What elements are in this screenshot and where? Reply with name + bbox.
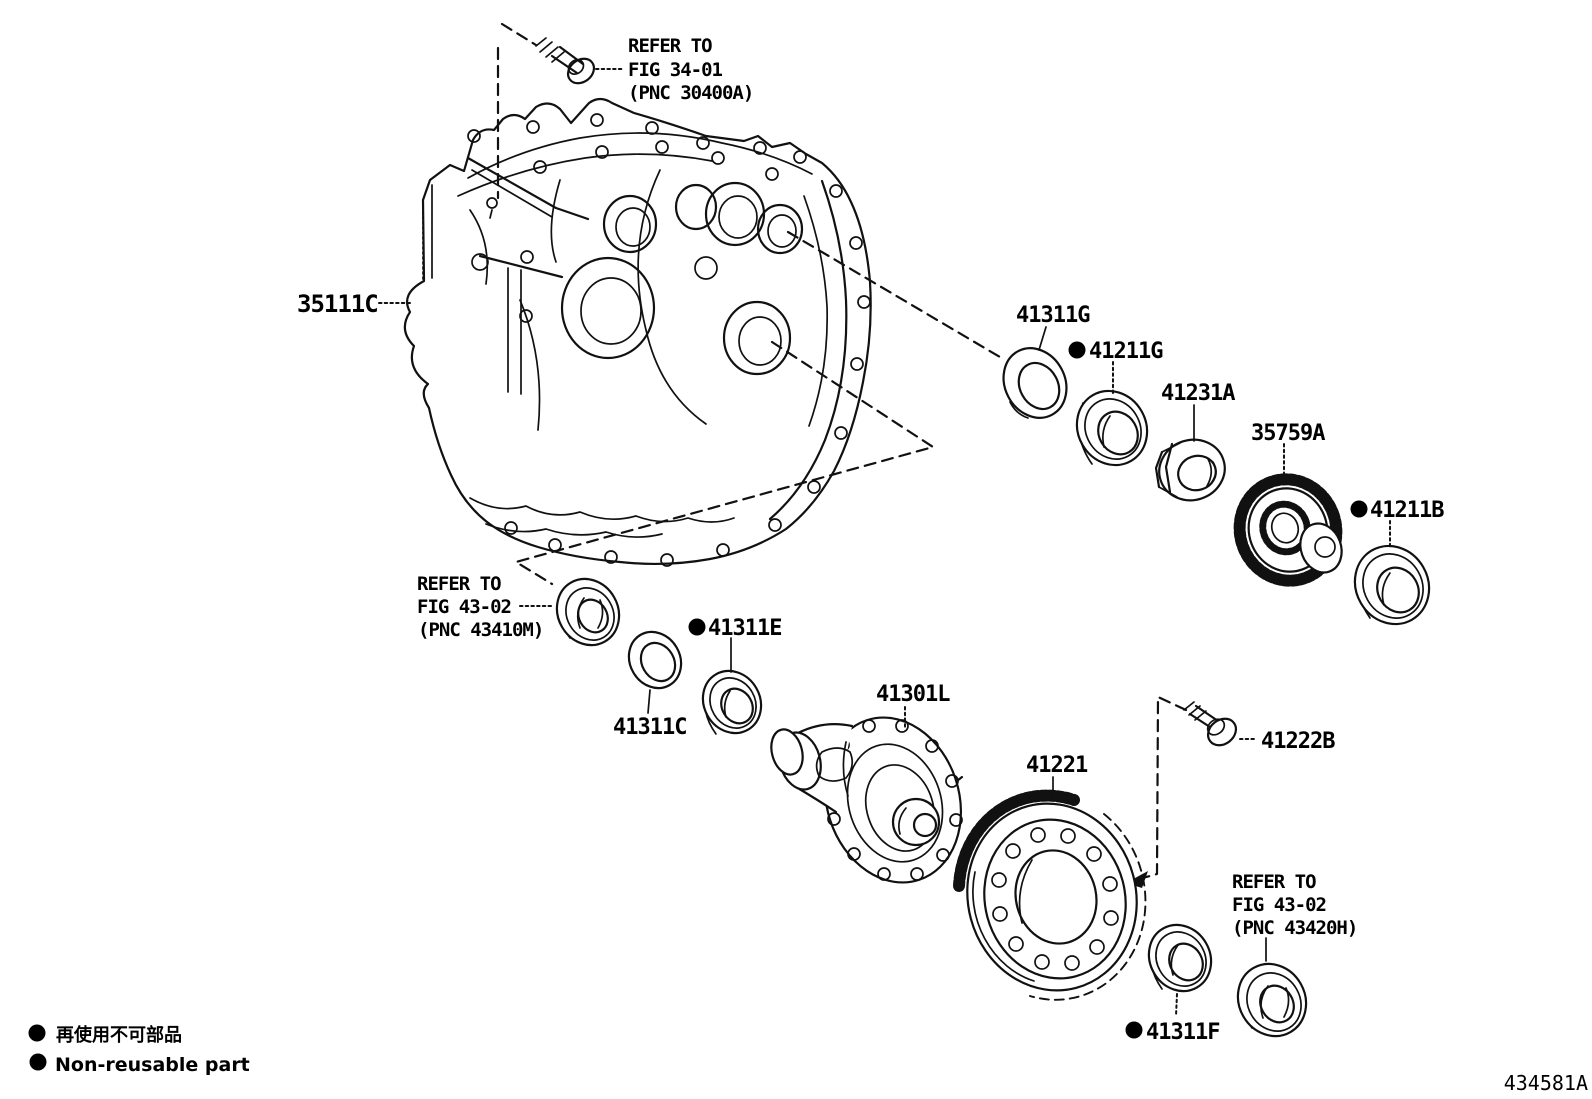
non-reusable-bullet-icon <box>29 1053 47 1071</box>
refer-note-top: REFER TO FIG 34-01 (PNC 30400A) <box>628 35 754 104</box>
differential-case-drawing <box>770 716 963 884</box>
refer-note-line: REFER TO <box>1232 871 1316 893</box>
non-reusable-bullet-icon <box>28 1024 46 1042</box>
side-bearing-drawing <box>701 669 763 735</box>
case-bolt-drawing-top <box>535 37 596 85</box>
part-label-lock-nut: 41231A <box>1161 381 1235 406</box>
diff-case-bolt-holes <box>823 719 963 881</box>
refer-note-mid: REFER TO FIG 43-02 (PNC 43410M) <box>417 573 544 641</box>
refer-note-line: (PNC 43420H) <box>1232 917 1357 939</box>
ring-gear-bolt-drawing <box>1183 701 1238 747</box>
part-label-rear-bearing: 41211B <box>1370 498 1444 523</box>
drive-gear-drawing <box>1233 473 1343 587</box>
non-reusable-bullet-icon <box>1068 341 1086 359</box>
ring-gear-bolt-holes <box>991 827 1119 971</box>
refer-note-line: FIG 34-01 <box>628 59 723 81</box>
part-label-front-bearing: 41211G <box>1089 339 1163 364</box>
refer-note-line: REFER TO <box>417 573 501 595</box>
refer-note-line: FIG 43-02 <box>1232 894 1326 916</box>
non-reusable-bullet-icon <box>688 618 706 636</box>
non-reusable-bullets <box>688 341 1368 1039</box>
front-bearing-drawing <box>1075 389 1149 467</box>
non-reusable-bullet-icon <box>1125 1021 1143 1039</box>
refer-note-line: (PNC 30400A) <box>628 82 753 104</box>
refer-note-bottom: REFER TO FIG 43-02 (PNC 43420H) <box>1232 871 1358 939</box>
lock-nut-drawing <box>1154 438 1226 502</box>
case-bolt-holes <box>467 113 871 567</box>
rear-bearing-drawing <box>1353 544 1431 626</box>
bottom-oil-seal-drawing <box>1236 962 1308 1038</box>
refer-note-line: (PNC 43410M) <box>418 619 543 641</box>
ring-gear-drawing <box>953 789 1147 1001</box>
part-label-side-shim: 41311C <box>613 715 686 740</box>
refer-note-line: REFER TO <box>628 35 712 57</box>
legend: 再使用不可部品 Non-reusable part <box>28 1024 250 1076</box>
side-shim-drawing <box>627 630 683 690</box>
part-label-side-bearing: 41311E <box>708 616 781 641</box>
refer-note-line: FIG 43-02 <box>417 596 511 618</box>
non-reusable-bullet-icon <box>1350 500 1368 518</box>
legend-text-en: Non-reusable part <box>55 1054 250 1076</box>
part-label-differential-case: 41301L <box>876 682 950 707</box>
transaxle-case-drawing <box>403 97 872 567</box>
case-bearing-drawing <box>1147 923 1213 993</box>
part-label-transaxle-case: 35111C <box>297 290 378 318</box>
legend-text-jp: 再使用不可部品 <box>56 1024 182 1045</box>
front-shim-drawing <box>1002 347 1068 419</box>
part-label-ring-gear: 41221 <box>1026 753 1088 778</box>
side-oil-seal-drawing <box>555 577 621 647</box>
figure-code: 434581A <box>1504 1071 1588 1095</box>
leader-lines <box>378 68 1391 1017</box>
part-label-case-bearing: 41311F <box>1146 1020 1219 1045</box>
part-label-drive-gear: 35759A <box>1251 421 1325 446</box>
part-label-ring-gear-bolt: 41222B <box>1261 729 1335 754</box>
part-label-front-shim: 41311G <box>1016 303 1090 328</box>
